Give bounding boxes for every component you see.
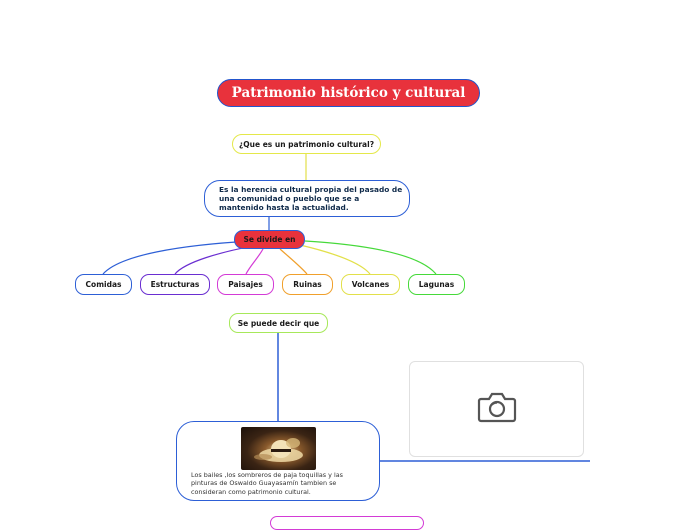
hats-photo xyxy=(241,427,316,470)
category-paisajes[interactable]: Paisajes xyxy=(217,274,274,295)
image-placeholder[interactable] xyxy=(409,361,584,457)
category-ruinas[interactable]: Ruinas xyxy=(282,274,333,295)
category-lagunas[interactable]: Lagunas xyxy=(408,274,465,295)
definition-node[interactable]: Es la herencia cultural propia del pasad… xyxy=(204,180,410,217)
category-estructuras[interactable]: Estructuras xyxy=(140,274,210,295)
example-card[interactable]: Los bailes ,los sombreros de paja toquil… xyxy=(176,421,380,501)
can-say-node[interactable]: Se puede decir que xyxy=(229,313,328,333)
category-comidas[interactable]: Comidas xyxy=(75,274,132,295)
card-text: Los bailes ,los sombreros de paja toquil… xyxy=(191,471,343,496)
camera-icon xyxy=(477,390,517,428)
main-title-node[interactable]: Patrimonio histórico y cultural xyxy=(217,79,480,107)
category-volcanes[interactable]: Volcanes xyxy=(341,274,400,295)
definition-text: Es la herencia cultural propia del pasad… xyxy=(219,185,403,212)
divides-node[interactable]: Se divide en xyxy=(234,230,305,249)
question-node[interactable]: ¿Que es un patrimonio cultural? xyxy=(232,134,381,154)
partial-bottom-node[interactable] xyxy=(270,516,424,530)
